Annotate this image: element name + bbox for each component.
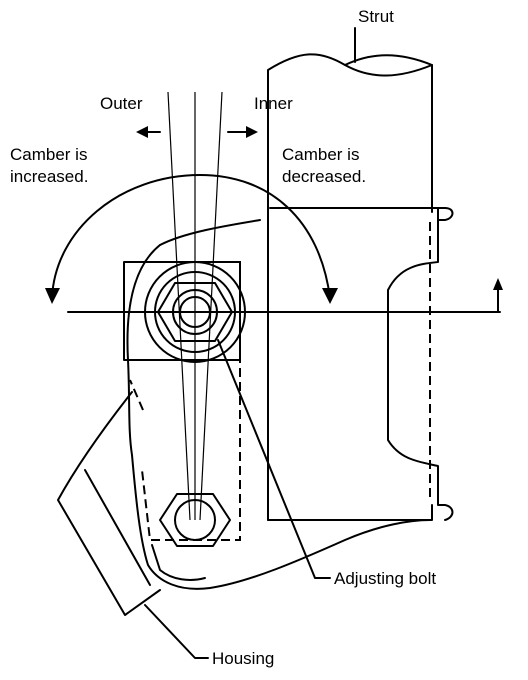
housing-leader <box>144 604 209 659</box>
camber-lines <box>167 91 223 521</box>
camber-decreased-label-line1: Camber is <box>282 145 359 164</box>
adjusting-bolt-label: Adjusting bolt <box>334 569 436 588</box>
strut-label: Strut <box>358 7 394 26</box>
knuckle-housing <box>126 244 431 590</box>
outer-label: Outer <box>100 94 143 113</box>
outer-arrow <box>136 126 161 138</box>
horizontal-axis-line <box>67 278 503 313</box>
camber-decreased-label-line2: decreased. <box>282 167 366 186</box>
strut-bracket <box>159 207 454 521</box>
housing-label: Housing <box>212 649 274 668</box>
inner-arrow <box>227 126 258 138</box>
adjusting-bolt-leader <box>217 339 331 579</box>
camber-increased-label-line1: Camber is <box>10 145 87 164</box>
inner-label: Inner <box>254 94 293 113</box>
camber-increased-label-line2: increased. <box>10 167 88 186</box>
lower-arm <box>57 391 161 616</box>
camber-curved-arrow <box>45 174 338 304</box>
strut <box>267 53 433 521</box>
